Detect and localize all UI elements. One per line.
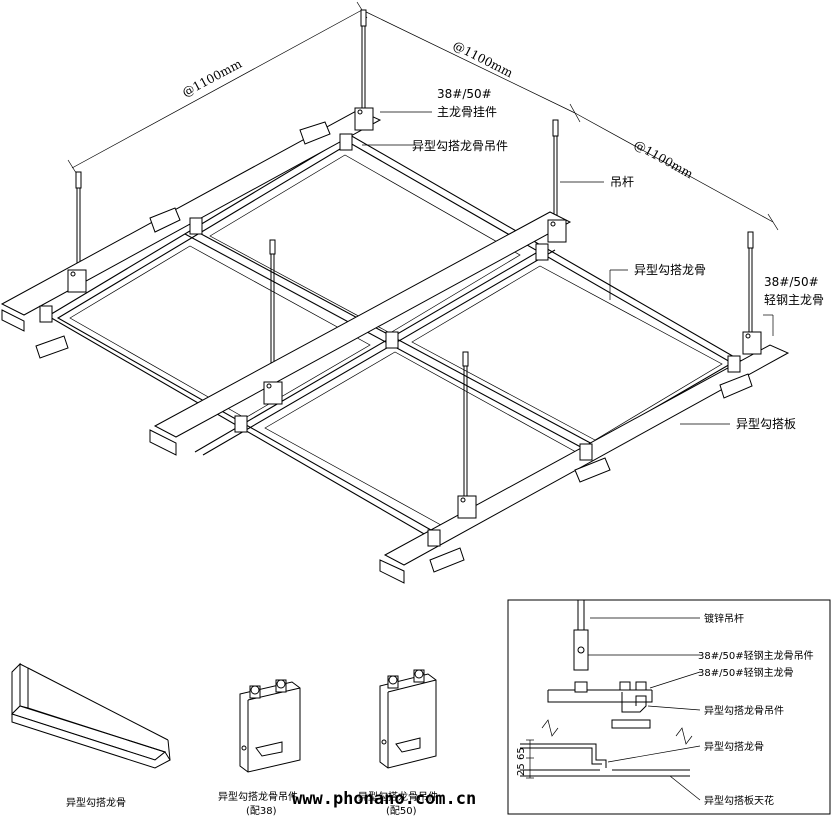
hanger-clip (339, 133, 353, 151)
hanger50-part-illustration (379, 669, 437, 769)
callout-light-keel: 轻钢主龙骨 (764, 293, 824, 307)
hanger-clip (67, 269, 87, 293)
hanger-clip (427, 529, 441, 547)
section-main-keel: 38#/50#轻钢主龙骨 (698, 666, 794, 679)
rod (552, 119, 559, 222)
callout-special-keel: 异型勾搭龙骨 (634, 263, 706, 277)
hanger-clip (547, 219, 567, 243)
hanger-clip (354, 107, 374, 131)
rod (75, 171, 82, 272)
section-rod: 镀锌吊杆 (704, 612, 744, 625)
section-special-hanger: 异型勾搭龙骨吊件 (704, 704, 784, 717)
hanger-clip (39, 305, 53, 323)
hanger38-caption: 异型勾搭龙骨吊件 (218, 790, 298, 803)
callout-special-hanger: 异型勾搭龙骨吊件 (412, 139, 508, 153)
rod (747, 231, 754, 334)
dimension-left: @1100mm (180, 56, 245, 99)
rod (462, 351, 469, 498)
callout-hanger-spec: 38#/50# (437, 87, 492, 101)
section-special-keel: 异型勾搭龙骨 (704, 740, 764, 753)
watermark: www.phonano.com.cn (292, 789, 476, 809)
keel-part-illustration (11, 662, 171, 769)
section-dim-25: 25 (516, 763, 527, 776)
hanger-clip (742, 331, 762, 355)
callout-light-keel-spec: 38#/50# (764, 275, 819, 289)
hanger50-sub: (配50) (386, 805, 417, 817)
hanger38-part-illustration (239, 679, 301, 773)
hanger-clip (385, 331, 399, 349)
hanger38-sub: (配38) (246, 805, 277, 817)
hanger-clip (234, 415, 248, 433)
callout-leaders (362, 111, 774, 425)
callout-panel: 异型勾搭板 (736, 417, 796, 431)
dimension-top: @1100mm (451, 38, 516, 80)
callout-rod: 吊杆 (610, 175, 634, 189)
rod (360, 9, 367, 112)
section-main-hanger: 38#/50#轻钢主龙骨吊件 (698, 649, 814, 662)
hanger-clips (39, 107, 762, 547)
section-ceiling: 异型勾搭板天花 (704, 794, 774, 807)
hanging-rods (75, 9, 754, 498)
hanger-clip (189, 217, 203, 235)
section-dim-65: 65 (516, 747, 527, 760)
hanger-clip (457, 495, 477, 519)
hanger50-caption: 异型勾搭龙骨吊件 (358, 790, 438, 803)
callout-main-hanger: 主龙骨挂件 (437, 105, 497, 119)
section-detail (507, 599, 831, 815)
hanger-clip (535, 243, 549, 261)
dimension-lines (67, 1, 779, 231)
dimension-right: @1100mm (632, 137, 696, 181)
keel-part-caption: 异型勾搭龙骨 (66, 796, 126, 809)
hanger-clip (727, 355, 741, 373)
hanger-clip (579, 443, 593, 461)
hanger-clip (263, 381, 283, 405)
